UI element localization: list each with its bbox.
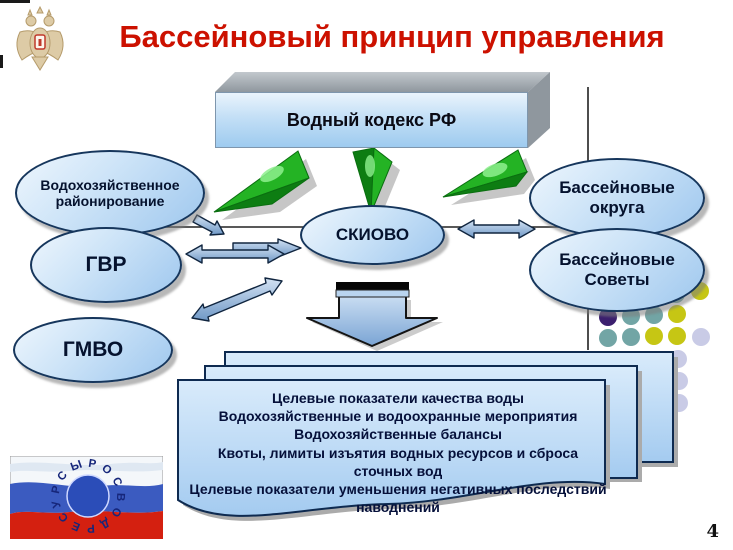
arrow-gmvo-skiovo-double: [191, 277, 283, 322]
water-code-box: Водный кодекс РФ: [215, 92, 528, 148]
page-number: 4: [706, 521, 719, 542]
green-dart-middle-icon: [352, 147, 393, 214]
node-gmvo: ГМВО: [13, 317, 173, 383]
page-title: Бассейновый принцип управления: [119, 19, 665, 54]
arrow-rayonirovanie-to-skiovo: [192, 214, 225, 236]
node-skiovo: СКИОВО: [300, 205, 445, 265]
arrow-skiovo-okruga-double: [457, 219, 536, 239]
rosvodresursy-logo: РОСВОДРЕСУРСЫ: [10, 456, 163, 539]
panel-line: Целевые показатели качества воды: [271, 390, 525, 406]
node-gvr-label: ГВР: [85, 253, 127, 276]
node-vodokhoz-label: Водохозяйственное районирование: [40, 177, 180, 209]
node-basseynovye-sovety: Бассейновые Советы: [529, 228, 705, 312]
results-panels: [177, 351, 678, 521]
green-dart-left-icon: [213, 150, 310, 213]
water-code-box-side-face: [528, 72, 550, 148]
frame-artifact-left: [0, 55, 3, 68]
node-vodokhoz-rayonirovanie: Водохозяйственное районирование: [15, 150, 205, 236]
water-code-box-label: Водный кодекс РФ: [286, 109, 457, 130]
panel-line: Водохозяйственные балансы: [294, 426, 502, 443]
node-okruga-label: Бассейновые округа: [559, 178, 675, 217]
node-gvr: ГВР: [30, 227, 182, 303]
node-gmvo-label: ГМВО: [62, 338, 124, 361]
node-basseynovye-okruga: Бассейновые округа: [529, 158, 705, 238]
results-panel-text: Целевые показатели качества воды Водохоз…: [188, 389, 608, 516]
results-panel-front: [177, 379, 606, 517]
node-sovety-label: Бассейновые Советы: [559, 250, 675, 289]
flag-image: РОСВОДРЕСУРСЫ: [10, 456, 163, 539]
panel-line: Квоты, лимиты изъятия водных ресурсов и …: [217, 444, 579, 479]
logo-circle: [66, 474, 110, 518]
panel-line: Водохозяйственные и водоохранные меропри…: [218, 408, 578, 425]
green-dart-right-icon: [442, 149, 529, 198]
big-down-arrow: [306, 282, 443, 351]
water-code-box-top-face: [215, 72, 550, 92]
panel-line: Целевые показатели уменьшения негативных…: [189, 480, 607, 516]
frame-artifact-top: [0, 0, 30, 3]
node-skiovo-label: СКИОВО: [335, 225, 410, 244]
coat-of-arms-icon: [16, 5, 64, 71]
arrow-gvr-skiovo-double: [185, 244, 285, 264]
